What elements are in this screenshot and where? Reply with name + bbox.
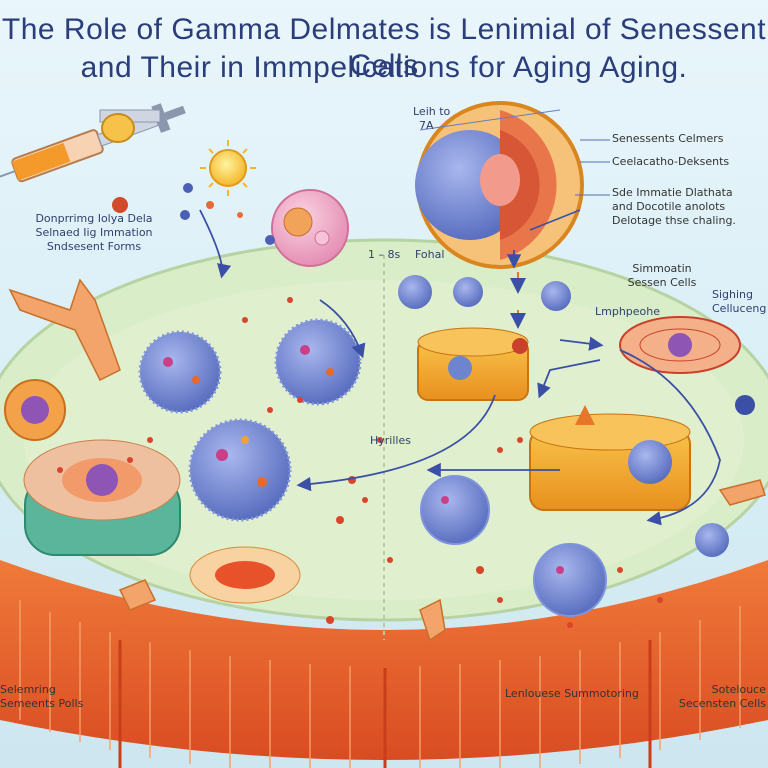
cell-membrane-base — [0, 560, 768, 768]
label-bottom-right-line2: Secensten Cells — [678, 697, 766, 710]
immune-cell-5 — [533, 543, 607, 617]
pink-cell — [271, 189, 349, 267]
label-mid-right-line1: Simmoatin — [632, 262, 692, 275]
label-center-top-line2: 7A — [419, 119, 434, 132]
label-right-l3: Sde Immatie Dlathata — [612, 186, 733, 199]
label-bottom-left-line1: Selemring — [0, 683, 56, 696]
label-right-l2: Ceelacatho-Deksents — [612, 155, 730, 168]
label-right-l4: and Docotile anolots — [612, 200, 726, 213]
striated-cell — [619, 316, 741, 374]
label-bottom-right-line1: Sotelouce — [711, 683, 766, 696]
label-ratio: 1 – 8s — [368, 248, 401, 261]
tissue-block-left — [417, 327, 529, 401]
label-mid-right-line2: Sessen Cells — [627, 276, 697, 289]
syringe-icon — [0, 103, 186, 183]
label-fohal: Fohal — [415, 248, 445, 261]
title-line-1: The Role of Gamma Delmates is Lenimial o… — [1, 13, 767, 82]
label-lymph: Lmphpeohe — [595, 305, 661, 318]
label-bottom-right: Sotelouce Secensten Cells — [670, 683, 766, 711]
label-bottom-left: Selemring Semeents Polls — [0, 683, 83, 711]
label-bottom-left-line2: Semeents Polls — [0, 697, 84, 710]
label-bottom-center: Lenlouese Summotoring — [505, 687, 639, 700]
immune-cell-4 — [420, 475, 490, 545]
cell-cross-section — [415, 101, 584, 269]
label-left-top-line3: Sndsesent Forms — [46, 240, 142, 253]
label-left-top-line2: Selnaed Iig Immation — [35, 226, 153, 239]
arrow-icon — [199, 209, 721, 526]
label-sighing: Sighing Celluceng — [712, 288, 766, 316]
label-right-l1: Senessents Celmers — [612, 132, 724, 145]
immune-cell-2 — [274, 318, 362, 406]
immune-cell-3 — [188, 418, 292, 522]
label-center-top: Leih to 7A — [413, 105, 450, 133]
red-particles — [57, 297, 663, 628]
nucleus-cell-left — [4, 379, 66, 441]
senescent-cell — [23, 439, 181, 556]
label-right-l5: Delotage thse chaling. — [612, 214, 736, 227]
fibroblasts — [8, 278, 766, 642]
tissue-block-right — [529, 405, 691, 511]
plunger-icon — [99, 109, 170, 143]
label-left-top: Donprrimg Iolya Dela Selnaed Iig Immatio… — [4, 212, 184, 254]
label-sighing-line1: Sighing — [712, 288, 754, 301]
sun-cell-icon — [200, 140, 256, 196]
label-mid-right: Simmoatin Sessen Cells — [612, 262, 712, 290]
immune-cell-1 — [138, 330, 222, 414]
label-hyphiles: Hyrilles — [370, 434, 411, 447]
label-center-top-line1: Leih to — [413, 105, 451, 118]
title-line-2: and Their in Immpelications for Aging Ag… — [80, 51, 688, 84]
label-left-top-line1: Donprrimg Iolya Dela — [35, 212, 153, 225]
particles-top — [112, 183, 275, 245]
label-sighing-line2: Celluceng — [712, 302, 767, 315]
orange-blob-bottom — [189, 546, 301, 604]
